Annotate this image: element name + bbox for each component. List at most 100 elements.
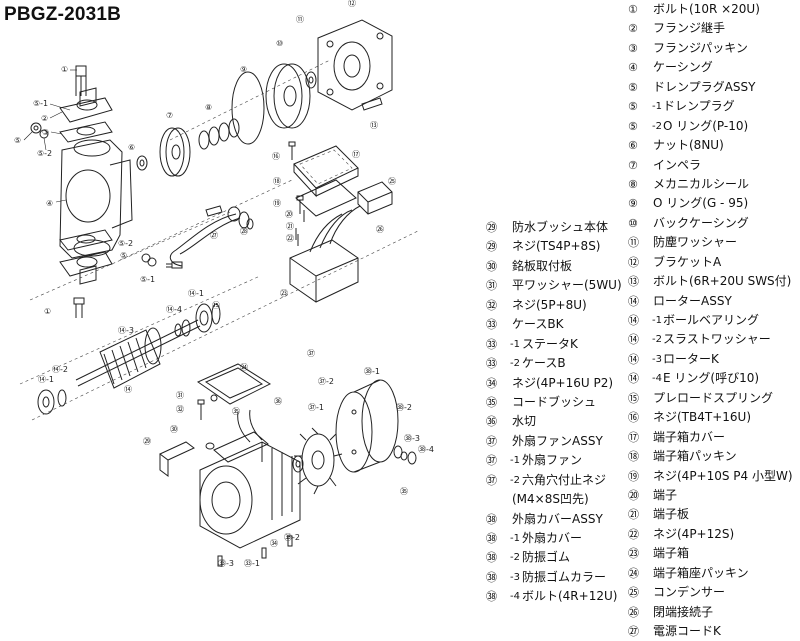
flange-joint-2-bottom (59, 251, 113, 285)
svg-text:⑲: ⑲ (273, 199, 281, 208)
part-number: ㊳ (486, 512, 497, 526)
part-name: 端子板 (653, 507, 690, 522)
dust-washer-11 (305, 71, 317, 89)
svg-text:㉞: ㉞ (270, 539, 278, 548)
svg-text:㉙: ㉙ (143, 437, 151, 446)
screw-16 (288, 141, 296, 160)
part-number: ㉗ (628, 625, 639, 638)
svg-text:④: ④ (46, 199, 53, 208)
part-name: ドレンプラグ (662, 99, 735, 114)
part-name: コンデンサー (653, 585, 726, 600)
part-name: 閉端接続子 (653, 604, 714, 619)
svg-text:⑦: ⑦ (166, 111, 173, 120)
svg-text:⑤: ⑤ (120, 251, 127, 260)
part-number: ⑭ (628, 372, 639, 386)
part-number: ① (628, 3, 638, 16)
svg-text:㊲-1: ㊲-1 (308, 403, 324, 412)
nut-6 (136, 155, 148, 171)
part-number: ⑤ (628, 80, 638, 94)
svg-text:⑭-1: ⑭-1 (188, 289, 204, 298)
svg-text:㉗: ㉗ (210, 231, 218, 240)
svg-text:㉚: ㉚ (170, 425, 178, 434)
part-number: ⑩ (628, 216, 638, 230)
drain-plug-right (141, 253, 157, 267)
part-name: O リング(G - 95) (653, 196, 749, 211)
part-name: 外扇カバーASSY (512, 511, 603, 526)
part-number: ㊳ (486, 532, 497, 545)
part-name: 防塵ワッシャー (653, 235, 738, 250)
part-name: ネジ(TB4T+16U) (653, 410, 751, 425)
part-name: ネジ(5P+8U) (512, 297, 587, 312)
part-number: ⑮ (628, 391, 639, 405)
svg-text:⑯: ⑯ (272, 152, 280, 161)
part-number: ⑥ (628, 139, 638, 153)
part-name: バックケーシング (653, 215, 749, 230)
nameplate-bracket-30 (159, 441, 195, 477)
part-name: フランジパッキン (653, 40, 748, 55)
svg-text:⑤-2: ⑤-2 (118, 239, 133, 248)
part-name: 端子箱カバー (653, 429, 726, 444)
part-number: ⑰ (628, 430, 639, 444)
part-sub-number: -2 (510, 552, 520, 564)
svg-text:㉓: ㉓ (280, 289, 288, 298)
svg-text:㉑: ㉑ (286, 222, 294, 231)
cord-bushing-35 (205, 442, 215, 450)
part-name: ブラケットA (653, 254, 722, 269)
part-number: ㉕ (628, 586, 639, 600)
part-number: ⑭ (628, 294, 639, 308)
bolt-1-bottom (73, 297, 85, 318)
part-name: 外扇ファンASSY (512, 433, 603, 448)
svg-text:㉝-3: ㉝-3 (218, 559, 234, 568)
part-number: ⑬ (628, 275, 639, 289)
part-sub-number: -2 (510, 358, 520, 370)
svg-text:⑭-3: ⑭-3 (118, 326, 134, 335)
impeller-7 (159, 127, 191, 177)
part-row: ⑰ 端子箱カバー (628, 428, 793, 447)
model-title: PBGZ-2031B (4, 4, 122, 25)
part-number: ④ (628, 61, 638, 75)
svg-text:①: ① (44, 307, 51, 316)
motor-case-33 (199, 409, 301, 549)
svg-text:②: ② (41, 114, 48, 123)
part-name: ケーシング (653, 60, 713, 75)
svg-text:㊲-2: ㊲-2 (318, 377, 334, 386)
svg-text:㉝-1: ㉝-1 (244, 559, 260, 568)
svg-text:㉔: ㉔ (240, 363, 248, 372)
part-name: スラストワッシャー (662, 332, 771, 347)
part-name: 端子箱パッキン (653, 449, 737, 464)
part-number: ㉓ (628, 547, 639, 561)
part-number: ㉝ (486, 318, 497, 332)
svg-text:①: ① (61, 65, 68, 74)
part-number: ㉒ (628, 527, 639, 541)
part-name: メカニカルシール (653, 176, 750, 191)
part-number: ⑭ (628, 333, 639, 347)
part-name: 防水ブッシュ本体 (512, 220, 609, 234)
svg-text:⑮: ⑮ (212, 301, 220, 310)
part-number: ㊲ (486, 454, 497, 468)
part-name: ローターK (662, 351, 719, 366)
part-number: ⑧ (628, 177, 638, 191)
part-number: ㉝ (486, 337, 497, 351)
svg-text:⑱: ⑱ (273, 177, 281, 186)
part-number: ㉟ (486, 395, 497, 409)
anti-vibration-rubber-38 (393, 445, 417, 465)
svg-text:⑭-4: ⑭-4 (166, 305, 182, 314)
part-number: ⑱ (628, 450, 639, 464)
o-ring-9 (231, 71, 265, 145)
power-cord-27 (166, 206, 241, 269)
